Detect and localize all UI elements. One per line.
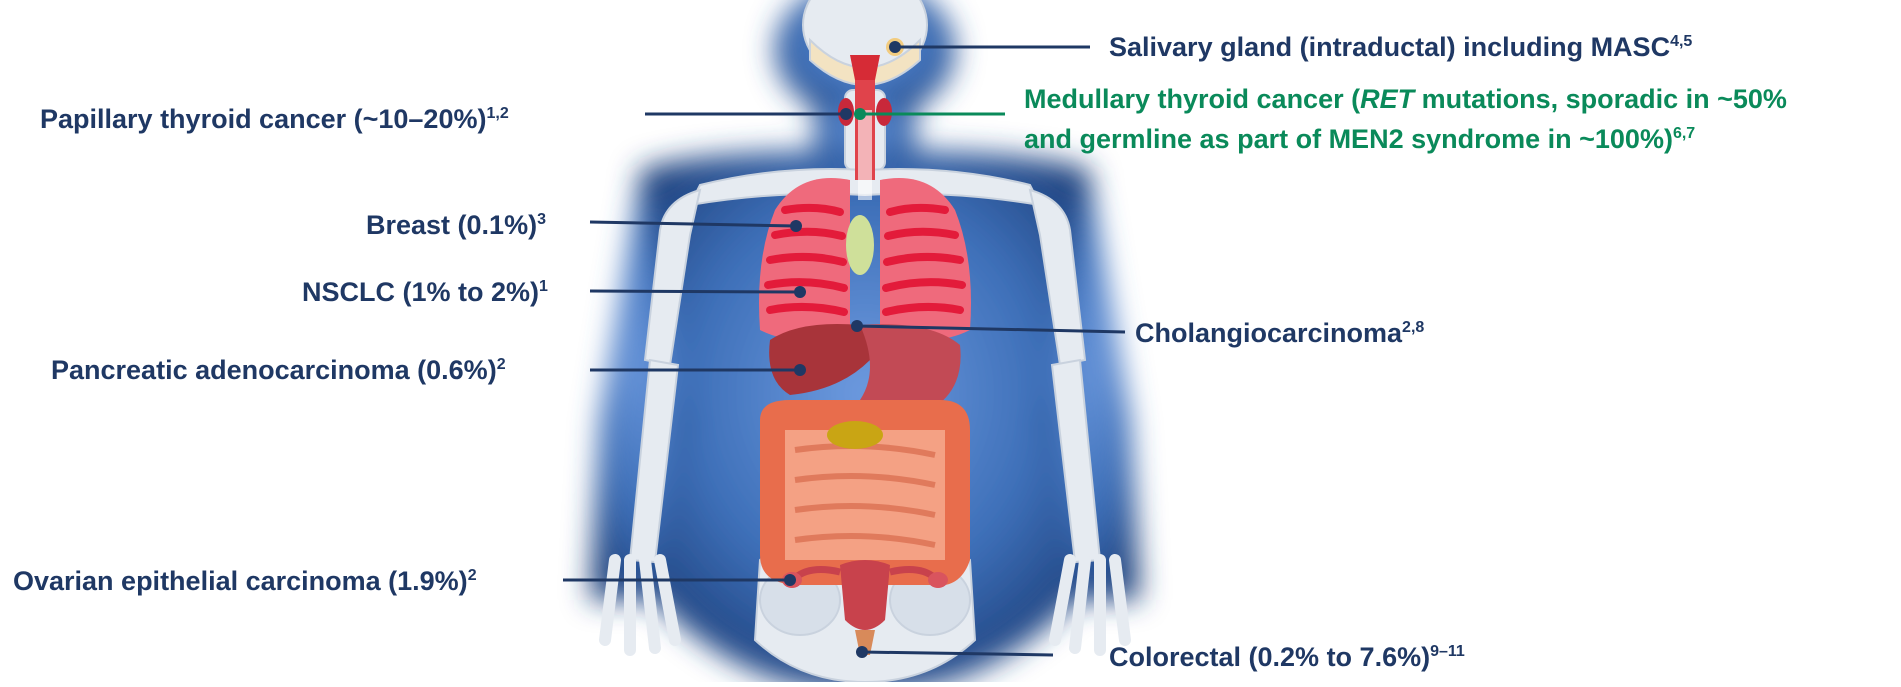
label-papillary-thyroid: Papillary thyroid cancer (~10–20%)1,2 [40, 102, 509, 136]
pancreatic-ref: 2 [497, 356, 506, 373]
papillary-ref: 1,2 [486, 105, 508, 122]
label-nsclc: NSCLC (1% to 2%)1 [302, 275, 548, 309]
label-medullary-thyroid-line2: and germline as part of MEN2 syndrome in… [1024, 122, 1695, 156]
nsclc-leader [590, 291, 800, 292]
medullary-ret: RET [1360, 84, 1414, 114]
ovarian-text: Ovarian epithelial carcinoma (1.9%) [13, 566, 468, 596]
label-medullary-thyroid: Medullary thyroid cancer (RET mutations,… [1024, 82, 1787, 116]
salivary-ref: 4,5 [1670, 33, 1692, 50]
label-pancreatic: Pancreatic adenocarcinoma (0.6%)2 [51, 353, 506, 387]
cholangio-text: Cholangiocarcinoma [1135, 318, 1402, 348]
pancreatic-text: Pancreatic adenocarcinoma (0.6%) [51, 355, 497, 385]
medullary-line1-pre: Medullary thyroid cancer ( [1024, 84, 1360, 114]
breast-text: Breast (0.1%) [366, 210, 537, 240]
intestines [760, 400, 970, 586]
breast-ref: 3 [537, 211, 546, 228]
label-salivary-gland: Salivary gland (intraductal) including M… [1109, 30, 1692, 64]
colorectal-ref: 9–11 [1430, 643, 1465, 660]
label-ovarian: Ovarian epithelial carcinoma (1.9%)2 [13, 564, 477, 598]
salivary-text: Salivary gland (intraductal) including M… [1109, 32, 1670, 62]
medullary-line1-post: mutations, sporadic in ~50% [1414, 84, 1787, 114]
medullary-ref: 6,7 [1673, 125, 1695, 142]
cholangio-ref: 2,8 [1402, 319, 1424, 336]
ovarian-ref: 2 [468, 567, 477, 584]
label-breast: Breast (0.1%)3 [366, 208, 546, 242]
medullary-line2: and germline as part of MEN2 syndrome in… [1024, 124, 1673, 154]
nsclc-ref: 1 [539, 278, 548, 295]
label-cholangiocarcinoma: Cholangiocarcinoma2,8 [1135, 316, 1424, 350]
nsclc-text: NSCLC (1% to 2%) [302, 277, 539, 307]
colorectal-text: Colorectal (0.2% to 7.6%) [1109, 642, 1430, 672]
label-colorectal: Colorectal (0.2% to 7.6%)9–11 [1109, 640, 1465, 674]
papillary-text: Papillary thyroid cancer (~10–20%) [40, 104, 486, 134]
